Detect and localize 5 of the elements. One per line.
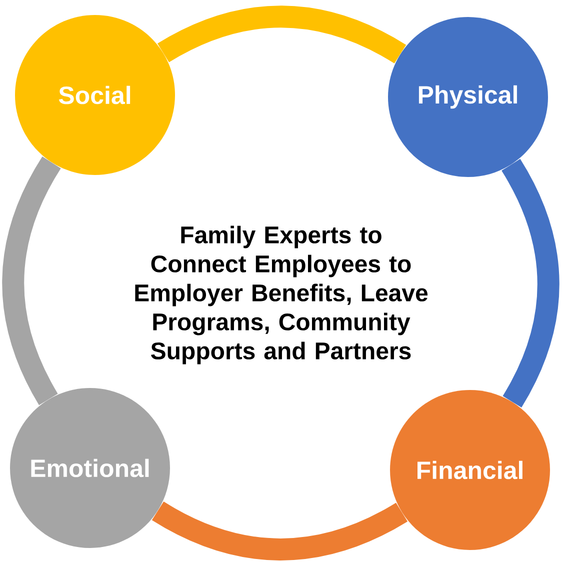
ring-band <box>501 159 560 408</box>
center-text: Family Experts to Connect Employees to Employer Benefits, Leave Programs, Community Supports and Partners <box>135 226 428 364</box>
ring-band <box>2 156 62 405</box>
ring-band <box>158 6 406 64</box>
ring-band <box>152 501 408 560</box>
